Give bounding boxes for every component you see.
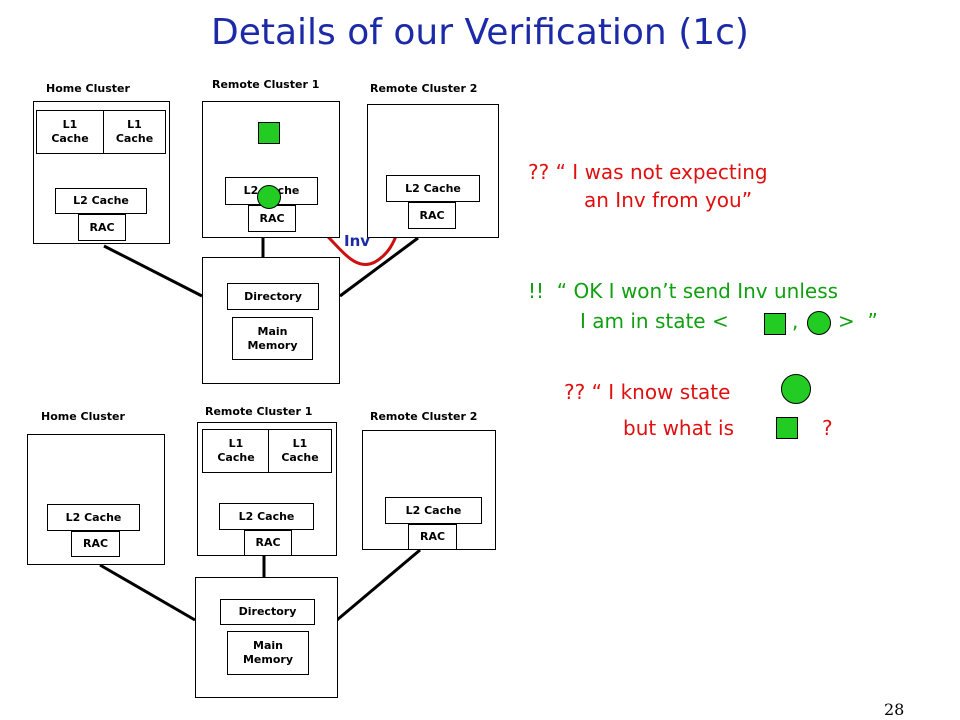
main-memory-box: Main Memory [227,631,309,675]
page-number: 28 [884,700,905,719]
directory-box: Directory [220,599,315,625]
main-memory-box: Main Memory [232,317,313,360]
rac-box: RAC [408,202,456,229]
rac-box: RAC [78,214,126,241]
green-state-circle [807,311,831,335]
home-to-directory-line [103,244,203,298]
l2-cache-box: L2 Cache [385,497,482,524]
l1-cache-box: L1 Cache [268,429,332,473]
rac-box: RAC [71,531,120,557]
remote-cluster-1-label: Remote Cluster 1 [205,405,313,418]
rac-box: RAC [408,524,457,550]
message-1-line-1: ?? “ I was not expecting [528,160,768,184]
message-2-line-2: I am in state < [580,309,729,333]
l1-cache-box: L1 Cache [36,110,104,154]
remote2-to-directory-line [339,236,419,298]
message-1-line-2: an Inv from you” [584,188,753,212]
home-cluster-label: Home Cluster [41,410,125,423]
inv-label: Inv [344,232,371,250]
rac-box: RAC [248,205,296,232]
green-state-square [776,417,798,439]
remote-cluster-2-label: Remote Cluster 2 [370,410,478,423]
message-3-line-2: but what is [623,416,735,440]
remote-cluster-1-label: Remote Cluster 1 [212,78,320,91]
green-state-circle [781,374,811,404]
l2-cache-box: L2 Cache [219,503,314,530]
l2-cache-box: L2 Cache [386,175,480,202]
message-3-line-1: ?? “ I know state [564,380,731,404]
message-2-line-1: !! “ OK I won’t send Inv unless [528,279,839,303]
l2-cache-box: L2 Cache [47,504,140,531]
rac-box: RAC [244,530,292,556]
green-state-square [258,122,280,144]
l1-cache-box: L1 Cache [202,429,270,473]
green-state-circle [257,185,281,209]
slide-title: Details of our Verification (1c) [211,12,749,53]
green-state-square [764,313,786,335]
l1-cache-box: L1 Cache [103,110,166,154]
home-cluster-label: Home Cluster [46,82,130,95]
l2-cache-box: L2 Cache [55,188,147,214]
remote-cluster-2-label: Remote Cluster 2 [370,82,478,95]
message-2-comma: , [792,309,799,333]
remote2-to-directory-line-bottom [336,548,421,622]
home-to-directory-line-bottom [99,563,196,622]
message-2-line-2-end: > ” [838,309,878,333]
message-3-question: ? [822,416,833,440]
directory-box: Directory [227,283,319,310]
